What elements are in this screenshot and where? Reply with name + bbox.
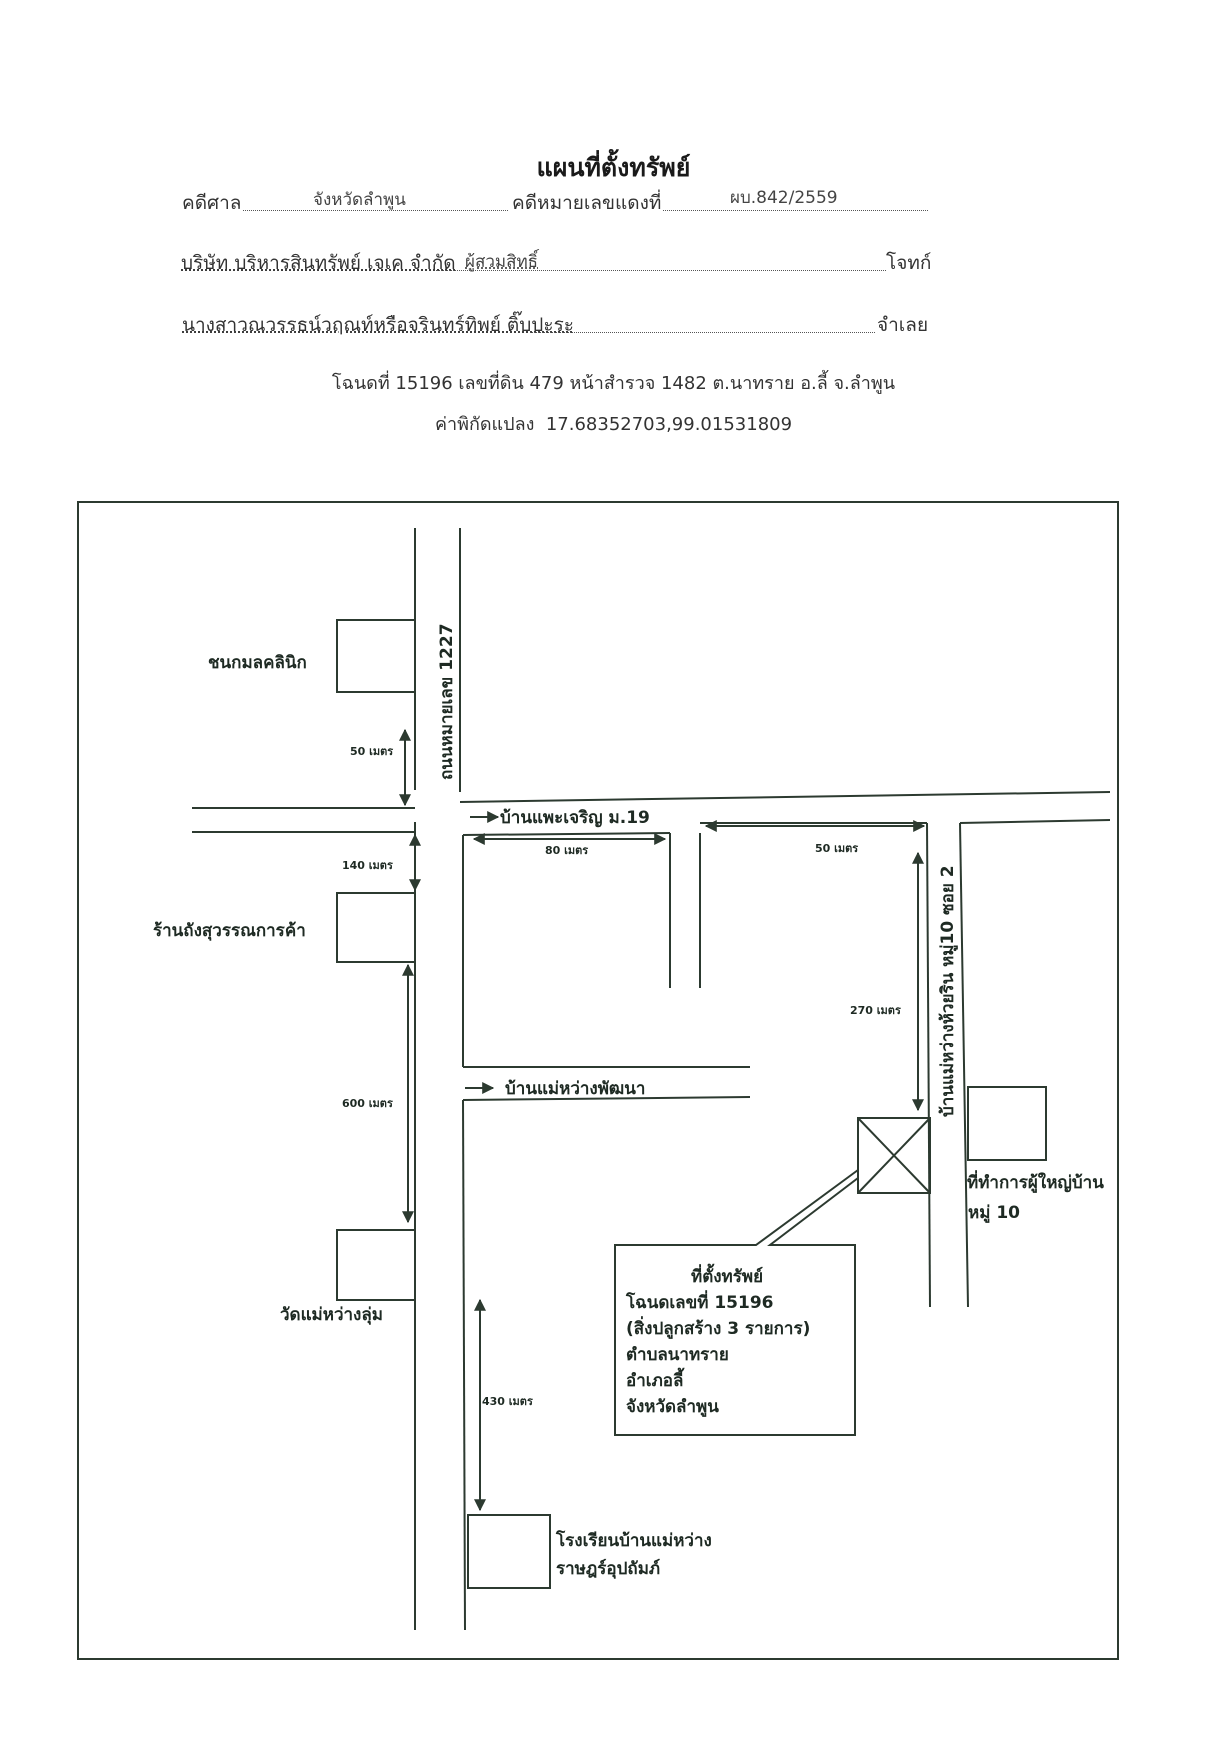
school-building [467,1514,551,1589]
coord-label: ค่าพิกัดแปลง [434,414,535,435]
deed-line: โฉนดที่ 15196 เลขที่ดิน 479 หน้าสำรวจ 14… [331,373,896,394]
d270-label: 270 เมตร [850,1004,901,1017]
shop-building [336,892,416,963]
clinic-building [336,619,416,693]
defendant-role: จำเลย [877,314,929,336]
village2-label: บ้านแม่หว่างพัฒนา [505,1079,645,1099]
map-frame [77,501,1119,1660]
page-title: แผนที่ตั้งทรัพย์ [536,153,691,182]
d50-left-label: 50 เมตร [350,745,393,758]
plaintiff-dotline [436,270,886,271]
school-label-1: โรงเรียนบ้านแม่หว่าง [555,1530,712,1551]
temple-label: วัดแม่หว่างลุ่ม [280,1305,383,1325]
defendant-name: นางสาวณวรรธน์วฤณท์หรือจรินทร์ทิพย์ ติ๊บป… [182,314,574,336]
plaintiff-name: บริษัท บริหารสินทรัพย์ เจเค จำกัด [181,252,456,274]
property-buildings: (สิ่งปลูกสร้าง 3 รายการ) [626,1316,810,1340]
property-province: จังหวัดลำพูน [626,1397,719,1418]
headman-label-1: ที่ทำการผู้ใหญ่บ้าน [967,1170,1104,1194]
d140-label: 140 เมตร [342,859,393,872]
property-deed: โฉนดเลขที่ 15196 [625,1290,774,1313]
d430-label: 430 เมตร [482,1395,533,1408]
case-value: ผบ.842/2559 [730,188,838,208]
property-district: อำเภอลี้ [626,1367,685,1391]
property-parcel [857,1117,931,1194]
headman-building [967,1086,1047,1161]
soi-road-label: บ้านแม่หว่างห้วยริน หมู่10 ซอย 2 [938,865,959,1117]
plaintiff-role: โจทก์ [886,252,932,274]
village1-label: บ้านแพะเจริญ ม.19 [500,808,650,828]
d50-right-label: 50 เมตร [815,842,858,855]
coord-line: ค่าพิกัดแปลง 17.68352703,99.01531809 [0,409,1227,438]
headman-label-2: หมู่ 10 [968,1203,1020,1224]
shop-label: ร้านถังสุวรรณการค้า [153,921,306,941]
coord-value: 17.68352703,99.01531809 [545,414,793,435]
d600-label: 600 เมตร [342,1097,393,1110]
case-label: คดีหมายเลขแดงที่ [512,192,662,214]
temple-building [336,1229,416,1301]
court-dotline [243,210,508,211]
school-label-2: ราษฎร์อุปถัมภ์ [556,1558,660,1579]
property-callout [614,1169,859,1436]
defendant-dotline [530,332,875,333]
plaintiff-note: ผู้สวมสิทธิ์ [465,252,539,272]
property-title: ที่ตั้งทรัพย์ [691,1263,763,1287]
main-road-label: ถนนหมายเลข 1227 [437,623,457,780]
property-subdistrict: ตำบลนาทราย [626,1345,729,1365]
clinic-label: ชนกมลคลินิก [208,653,307,673]
case-dotline [663,210,928,211]
d80-label: 80 เมตร [545,844,588,857]
court-value: จังหวัดลำพูน [313,190,406,210]
court-label: คดีศาล [182,192,242,214]
